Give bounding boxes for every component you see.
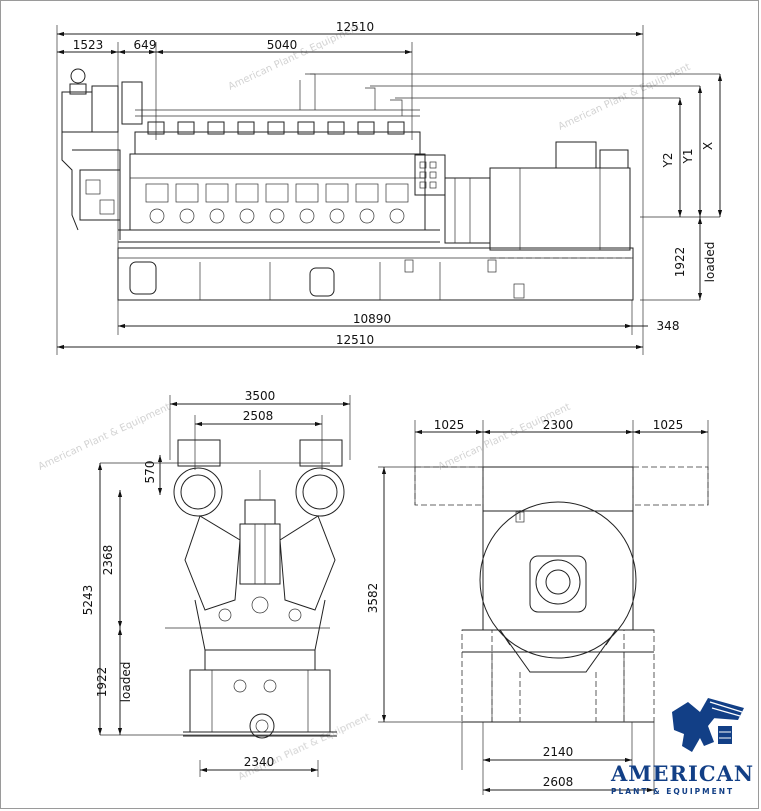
dim-right-overhang: 1025: [653, 418, 684, 432]
dim-generator-overhang: 348: [657, 319, 680, 333]
logo-name: AMERICAN: [610, 761, 754, 786]
griffin-icon: [672, 698, 744, 752]
dim-turbo: 649: [134, 38, 157, 52]
dim-base-height: 1922: [673, 247, 687, 278]
dim-cylinders: 5040: [267, 38, 298, 52]
side-view: 12510 1523 649 5040 Y2 Y1 X 1922 loaded: [56, 20, 723, 355]
dim-turbo-offset: 570: [143, 461, 157, 484]
dim-foot-width: 2140: [543, 745, 574, 759]
american-plant-logo: AMERICAN PLANT & EQUIPMENT: [610, 698, 754, 796]
dim-end-base-width: 2340: [244, 755, 275, 769]
dim-generator-height: 3582: [366, 583, 380, 614]
watermark-text: American Plant & Equipment: [437, 402, 573, 473]
dim-end-overall-height: 5243: [81, 585, 95, 616]
dim-body-width: 2300: [543, 418, 574, 432]
dim-crank-to-turbo: 2368: [101, 545, 115, 576]
dim-y2: Y2: [661, 153, 675, 169]
block-openings: [145, 183, 409, 224]
dim-y1: Y1: [681, 149, 695, 165]
dim-turbo-spacing: 2508: [243, 409, 274, 423]
end-view: 3500 2508 570 2368 5243 1922 loaded: [81, 389, 351, 777]
dim-base-height-note: loaded: [703, 242, 717, 283]
logo-subtitle: PLANT & EQUIPMENT: [611, 787, 734, 796]
dim-overall-top: 12510: [336, 20, 374, 34]
dim-end-base-height-note: loaded: [119, 662, 133, 703]
dim-left-offset: 1523: [73, 38, 104, 52]
dim-base-length: 10890: [353, 312, 391, 326]
generator-view: 1025 2300 1025 3582: [366, 418, 709, 795]
dim-end-overall-width: 3500: [245, 389, 276, 403]
watermark-text: American Plant & Equipment: [557, 62, 693, 133]
dim-left-overhang: 1025: [434, 418, 465, 432]
dim-generator-base-width: 2608: [543, 775, 574, 789]
dim-x: X: [701, 142, 715, 150]
dim-overall-bottom: 12510: [336, 333, 374, 347]
dim-end-base-height: 1922: [95, 667, 109, 698]
